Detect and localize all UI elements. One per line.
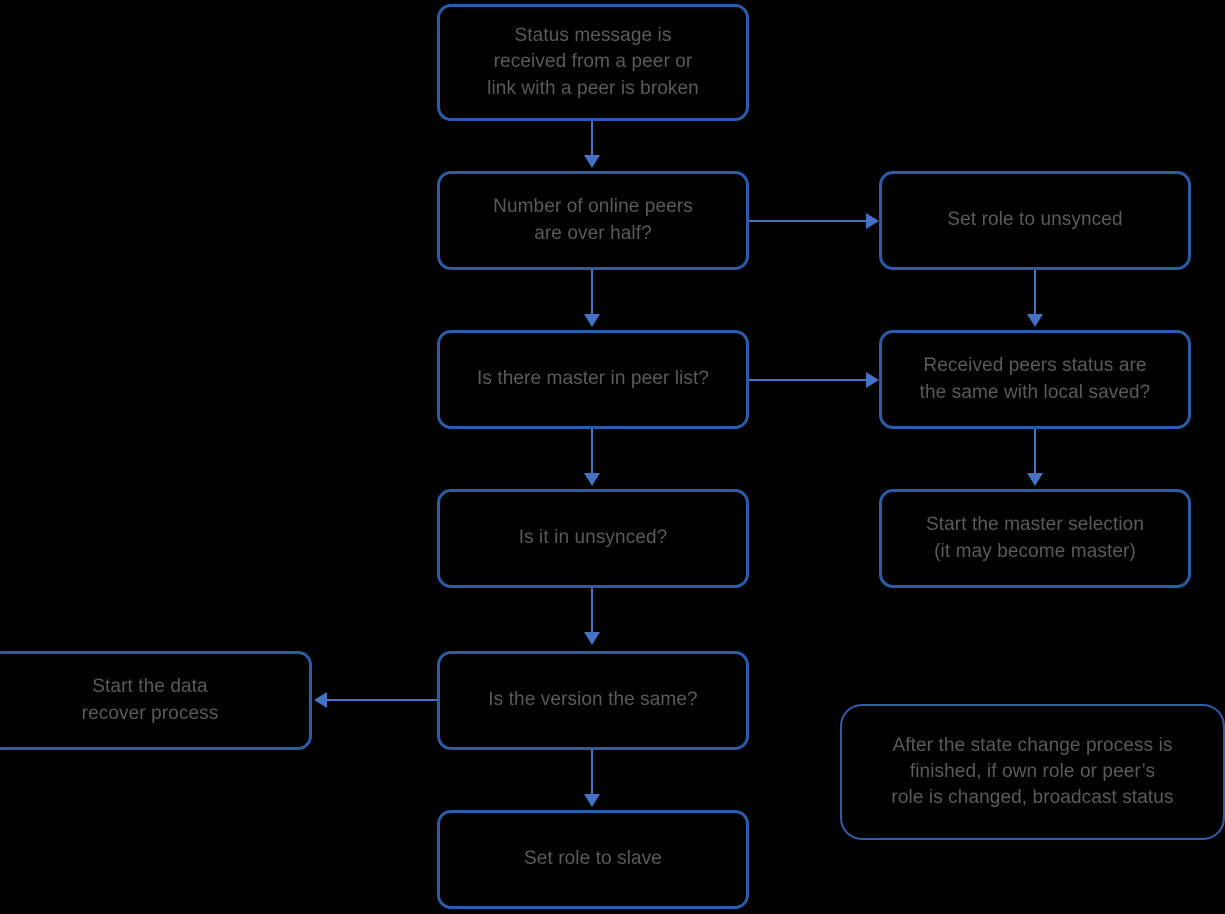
node-online-peers-over-half[interactable]: Number of online peers are over half? — [437, 171, 749, 270]
node-label: Received peers status are the same with … — [919, 355, 1151, 403]
node-set-role-unsynced[interactable]: Set role to unsynced — [879, 171, 1191, 270]
edge-master-in-peer-list-to-is-in-unsynced — [591, 428, 593, 476]
edge-arrowhead-down-7 — [584, 794, 600, 807]
node-label: Is the version the same? — [488, 689, 698, 711]
node-master-in-peer-list[interactable]: Is there master in peer list? — [437, 330, 749, 429]
node-label: Number of online peers are over half? — [493, 196, 693, 244]
edge-is-in-unsynced-to-version-same — [591, 587, 593, 635]
edge-version-same-to-start-data-recover — [327, 699, 437, 701]
edge-status-received-to-online-peers — [591, 120, 593, 158]
edge-arrowhead-down-4 — [584, 473, 600, 486]
edge-arrowhead-down-6 — [584, 632, 600, 645]
node-start-data-recover[interactable]: Start the data recover process — [0, 651, 312, 750]
edge-arrowhead-down-1 — [584, 155, 600, 168]
edge-arrowhead-down-2 — [584, 314, 600, 327]
node-label: After the state change process is finish… — [891, 734, 1174, 809]
node-is-in-unsynced[interactable]: Is it in unsynced? — [437, 489, 749, 588]
node-peers-status-same[interactable]: Received peers status are the same with … — [879, 330, 1191, 429]
node-set-role-slave[interactable]: Set role to slave — [437, 810, 749, 909]
node-broadcast-note[interactable]: After the state change process is finish… — [840, 704, 1225, 840]
node-label: Start the master selection (it may becom… — [925, 514, 1145, 562]
node-label: Status message is received from a peer o… — [487, 25, 699, 99]
edge-online-peers-to-master-in-peer-list — [591, 269, 593, 317]
edge-arrowhead-right-2 — [866, 372, 879, 388]
edge-online-peers-to-set-role-unsynced — [749, 220, 870, 222]
node-label: Set role to unsynced — [947, 209, 1123, 231]
edge-set-role-unsynced-to-peers-status-same — [1034, 269, 1036, 317]
edge-peers-status-same-to-start-master-selection — [1034, 428, 1036, 476]
node-label: Is it in unsynced? — [518, 527, 668, 549]
node-label: Set role to slave — [524, 848, 662, 870]
edge-master-in-peer-list-to-peers-status-same — [749, 379, 870, 381]
node-status-received[interactable]: Status message is received from a peer o… — [437, 4, 749, 121]
edge-arrowhead-left-1 — [314, 692, 327, 708]
node-version-same[interactable]: Is the version the same? — [437, 651, 749, 750]
edge-arrowhead-down-3 — [1027, 314, 1043, 327]
edge-version-same-to-set-role-slave — [591, 749, 593, 797]
edge-arrowhead-right-1 — [866, 213, 879, 229]
node-label: Start the data recover process — [81, 676, 219, 724]
node-start-master-selection[interactable]: Start the master selection (it may becom… — [879, 489, 1191, 588]
node-label: Is there master in peer list? — [476, 368, 710, 390]
edge-arrowhead-down-5 — [1027, 473, 1043, 486]
